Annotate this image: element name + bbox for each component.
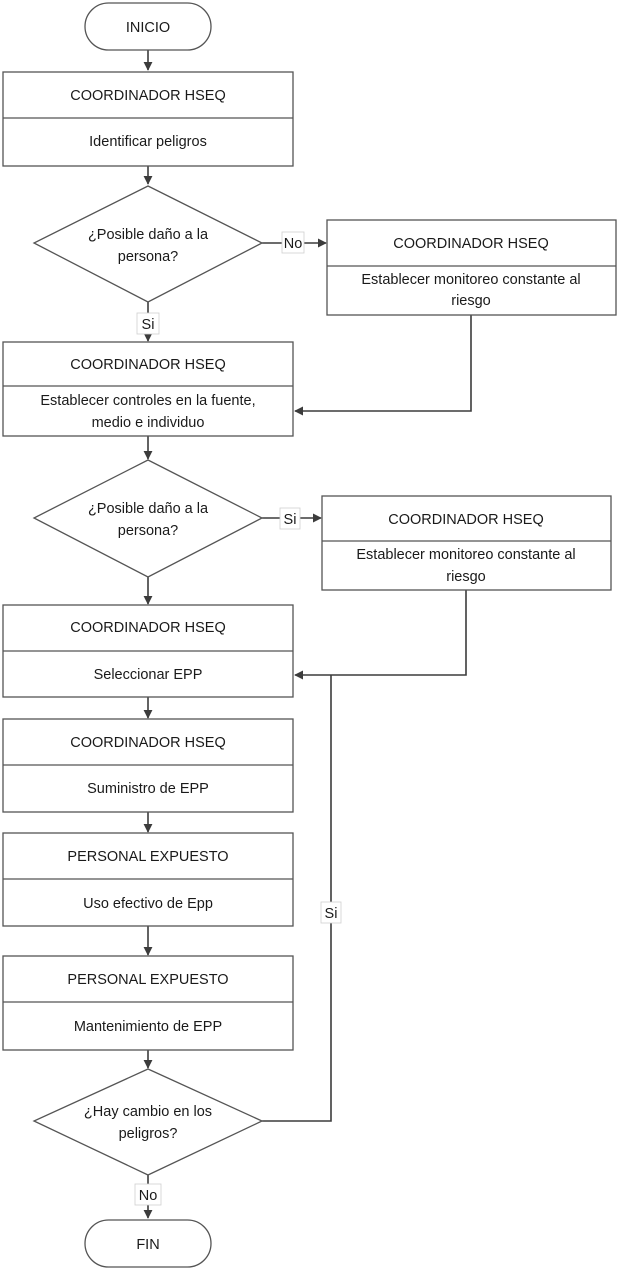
decision-text-line2: peligros? [119, 1126, 178, 1142]
process-role: PERSONAL EXPUESTO [67, 972, 228, 988]
decision-text-line1: ¿Posible daño a la [88, 227, 209, 243]
label-decision3-si: Si [320, 901, 342, 924]
start-label: INICIO [126, 20, 170, 36]
end-terminal: FIN [84, 1219, 212, 1268]
label-decision2-si: Si [279, 507, 301, 530]
process-action-line1: Establecer monitoreo constante al [356, 547, 575, 563]
process-action: Seleccionar EPP [94, 667, 203, 683]
decision-posible-dano-2: ¿Posible daño a la persona? [32, 459, 264, 578]
label-text: No [139, 1188, 158, 1204]
end-label: FIN [136, 1237, 159, 1253]
label-text: Si [284, 512, 297, 528]
process-action: Uso efectivo de Epp [83, 896, 213, 912]
connector-labels: No Si Si Si No [134, 231, 342, 1206]
process-uso-efectivo-epp: PERSONAL EXPUESTO Uso efectivo de Epp [2, 832, 294, 927]
process-action: Identificar peligros [89, 134, 207, 150]
process-monitoreo-1: COORDINADOR HSEQ Establecer monitoreo co… [326, 219, 617, 316]
process-action-line2: medio e individuo [92, 415, 205, 431]
connectors [143, 50, 472, 1219]
process-role: COORDINADOR HSEQ [388, 512, 544, 528]
label-decision3-no: No [134, 1183, 162, 1206]
process-monitoreo-2: COORDINADOR HSEQ Establecer monitoreo co… [321, 495, 612, 591]
connector-decision3-loop-to-step5 [262, 675, 332, 1122]
process-mantenimiento-epp: PERSONAL EXPUESTO Mantenimiento de EPP [2, 955, 294, 1051]
process-action: Suministro de EPP [87, 781, 209, 797]
decision-text-line2: persona? [118, 523, 178, 539]
process-role: COORDINADOR HSEQ [70, 735, 226, 751]
process-seleccionar-epp: COORDINADOR HSEQ Seleccionar EPP [2, 604, 294, 698]
decision-cambio-peligros: ¿Hay cambio en los peligros? [32, 1068, 264, 1176]
connector-step4-to-step5 [294, 590, 467, 680]
decision-posible-dano-1: ¿Posible daño a la persona? [32, 185, 264, 303]
process-role: COORDINADOR HSEQ [70, 357, 226, 373]
label-decision1-no: No [281, 231, 305, 254]
process-action: Mantenimiento de EPP [74, 1019, 222, 1035]
label-decision1-si: Si [136, 312, 160, 335]
process-action-line1: Establecer controles en la fuente, [40, 393, 255, 409]
decision-text-line1: ¿Posible daño a la [88, 501, 209, 517]
decision-text-line1: ¿Hay cambio en los [84, 1104, 212, 1120]
decision-text-line2: persona? [118, 249, 178, 265]
start-terminal: INICIO [84, 2, 212, 51]
process-action-line2: riesgo [451, 293, 491, 309]
process-role: COORDINADOR HSEQ [70, 88, 226, 104]
process-action-line2: riesgo [446, 569, 486, 585]
label-text: Si [142, 317, 155, 333]
process-action-line1: Establecer monitoreo constante al [361, 272, 580, 288]
process-identificar-peligros: COORDINADOR HSEQ Identificar peligros [2, 71, 294, 167]
process-role: COORDINADOR HSEQ [70, 620, 226, 636]
process-role: COORDINADOR HSEQ [393, 236, 549, 252]
process-role: PERSONAL EXPUESTO [67, 849, 228, 865]
label-text: No [284, 236, 303, 252]
label-text: Si [325, 906, 338, 922]
process-establecer-controles: COORDINADOR HSEQ Establecer controles en… [2, 341, 294, 437]
process-suministro-epp: COORDINADOR HSEQ Suministro de EPP [2, 718, 294, 813]
connector-step2-to-step3 [294, 315, 472, 416]
